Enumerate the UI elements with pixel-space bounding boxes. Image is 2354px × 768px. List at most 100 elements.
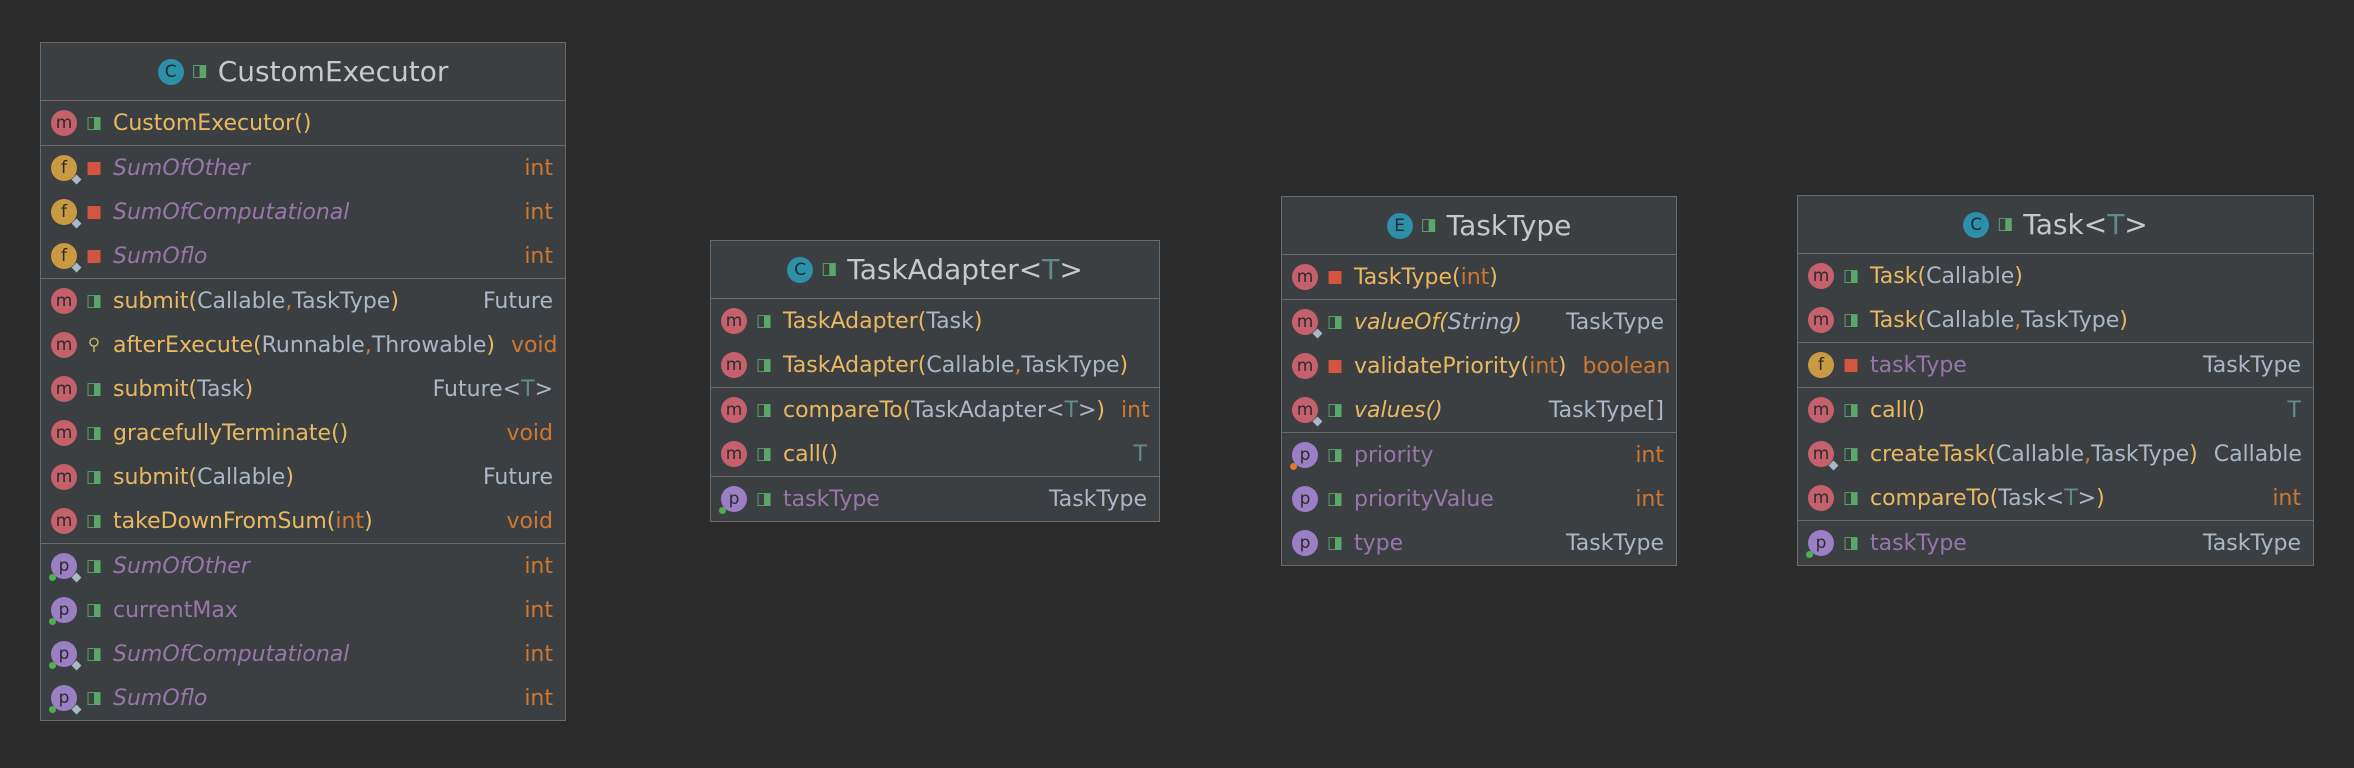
return-type-text: T	[1133, 441, 1147, 467]
arg-separator: ,	[364, 332, 372, 358]
return-type: void	[506, 421, 553, 446]
member-name: priority	[1354, 442, 1434, 468]
member-row[interactable]: m◨submit(Callable)Future	[41, 455, 565, 499]
return-type: int	[524, 156, 553, 181]
arg-separator: ,	[2084, 441, 2092, 467]
member-row[interactable]: m◨valueOf(String)TaskType	[1282, 300, 1676, 344]
paren-close: )	[1119, 352, 1129, 378]
class-title: CustomExecutor	[218, 55, 449, 88]
member-row[interactable]: m◨TaskAdapter(Callable, TaskType)	[711, 343, 1159, 387]
member-row[interactable]: m◨compareTo(TaskAdapter<T>)int	[711, 388, 1159, 432]
param-type: Callable	[926, 353, 1014, 378]
member-row[interactable]: m◨submit(Callable, TaskType)Future	[41, 279, 565, 323]
task-type-header[interactable]: E◨TaskType	[1282, 197, 1676, 255]
member-row[interactable]: m◨values()TaskType[]	[1282, 388, 1676, 432]
member-row[interactable]: m◨takeDownFromSum(int)void	[41, 499, 565, 543]
member-row[interactable]: m◨Task(Callable)	[1798, 254, 2313, 298]
param-type: int	[1529, 354, 1558, 379]
property-icon: p	[49, 597, 77, 625]
override-dot-icon	[1806, 551, 1813, 558]
return-type: TaskType	[2203, 353, 2301, 378]
return-type: void	[506, 509, 553, 534]
visibility-public-icon: ◨	[83, 601, 105, 619]
override-dot-icon	[49, 662, 56, 669]
field-icon: f	[51, 199, 82, 229]
member-row[interactable]: m■TaskType(int)	[1282, 255, 1676, 299]
visibility-public-icon: ◨	[753, 445, 775, 463]
member-row[interactable]: m◨gracefullyTerminate()void	[41, 411, 565, 455]
lock-public-icon: ◨	[1842, 265, 1860, 286]
visibility-public-icon: ◨	[83, 380, 105, 398]
param-type: Callable	[197, 465, 285, 490]
member-params: ()	[294, 110, 312, 136]
task-adapter-header[interactable]: C◨TaskAdapter<T>	[711, 241, 1159, 299]
member-row[interactable]: m■validatePriority(int)boolean	[1282, 344, 1676, 388]
param-type: Callable	[1926, 263, 2015, 289]
return-type: int	[1635, 487, 1664, 512]
member-name: valueOf	[1354, 309, 1440, 335]
member-row[interactable]: m◨CustomExecutor()	[41, 101, 565, 145]
generic-open: <	[2083, 208, 2108, 241]
member-row[interactable]: m◨submit(Task)Future<T>	[41, 367, 565, 411]
member-params: ()	[1425, 397, 1443, 423]
param-type: Callable	[1996, 442, 2084, 467]
static-pin-icon	[71, 174, 82, 185]
member-row[interactable]: m◨call()T	[1798, 388, 2313, 432]
header-icons: C◨	[157, 58, 208, 85]
member-row[interactable]: m◨TaskAdapter(Task)	[711, 299, 1159, 343]
param-type: Runnable	[261, 332, 365, 358]
param-type: Callable	[1926, 264, 2014, 289]
paren-open: (	[188, 464, 198, 490]
member-name: CustomExecutor	[113, 110, 295, 136]
method-icon: m	[1292, 353, 1318, 379]
override-dot-icon	[719, 507, 726, 514]
member-row[interactable]: m◨Task(Callable, TaskType)	[1798, 298, 2313, 342]
visibility-public-icon: ◨	[1840, 445, 1862, 463]
method-icon: m	[1808, 263, 1834, 289]
visibility-public-icon: ◨	[83, 512, 105, 530]
member-row[interactable]: m◨compareTo(Task<T>)int	[1798, 476, 2313, 520]
task-header[interactable]: C◨Task<T>	[1798, 196, 2313, 254]
param-type: int	[1461, 265, 1490, 290]
arg-separator: ,	[2014, 307, 2022, 333]
member-row[interactable]: m◨createTask(Callable, TaskType)Callable	[1798, 432, 2313, 476]
property-icon: p	[49, 553, 82, 583]
property-icon: p	[719, 486, 747, 514]
static-pin-icon	[71, 218, 82, 229]
return-type: TaskType	[2203, 531, 2301, 556]
lock-public-icon: ◨	[755, 399, 773, 420]
param-type: Callable	[1926, 307, 2015, 333]
method-icon: m	[721, 308, 747, 334]
return-type-text: TaskType	[2202, 352, 2301, 378]
custom-executor-header[interactable]: C◨ CustomExecutor	[41, 43, 565, 101]
task-box[interactable]: C◨Task<T>m◨Task(Callable)m◨Task(Callable…	[1797, 195, 2314, 566]
paren-close: )	[973, 308, 983, 334]
lock-private-icon: ■	[85, 201, 103, 222]
lock-public-icon: ◨	[1326, 444, 1344, 465]
task-adapter-box[interactable]: C◨TaskAdapter<T>m◨TaskAdapter(Task)m◨Tas…	[710, 240, 1160, 522]
return-type-text: void	[506, 508, 553, 534]
lock-private-icon: ■	[1326, 355, 1344, 376]
static-pin-icon	[71, 704, 82, 715]
generic-param: T	[2107, 208, 2125, 241]
member-row[interactable]: m◨call()T	[711, 432, 1159, 476]
member-row[interactable]: m⚲afterExecute(Runnable, Throwable)void	[41, 323, 565, 367]
return-type: int	[1635, 443, 1664, 468]
generic-close: >	[1059, 253, 1083, 286]
